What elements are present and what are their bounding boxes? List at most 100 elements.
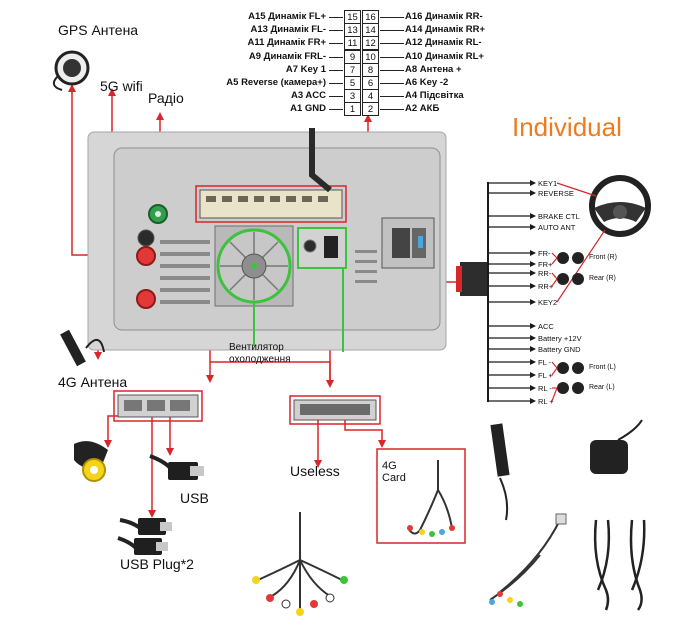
4g-harness-plug	[289, 395, 381, 425]
pin-number: 5	[344, 76, 361, 90]
4g-card-box	[376, 448, 466, 544]
wifi-antenna-label: 5G wifi	[100, 78, 143, 94]
pin-lead	[380, 43, 404, 45]
pin-lead	[329, 69, 343, 71]
useless-label: Useless	[290, 463, 340, 479]
pin-lead	[380, 69, 404, 71]
wifi-socket	[137, 229, 155, 247]
pin-number: 2	[362, 102, 379, 117]
pin-number: 14	[362, 23, 379, 38]
pin-label-left: A5 Reverse (камера+)	[226, 77, 326, 88]
pin-lead	[329, 17, 343, 18]
harness-wire-label: FR+	[538, 260, 553, 269]
harness-wire-label: Battery GND	[538, 345, 581, 354]
fan-label-line2: охолодження	[229, 354, 291, 365]
fan-label-line1: Вентилятор	[229, 342, 284, 353]
pin-number: 3	[344, 89, 361, 104]
harness-bundle	[456, 182, 489, 402]
harness-wire-label: KEY1	[538, 179, 558, 188]
lte-antenna-icon	[60, 329, 105, 367]
pin-lead	[380, 17, 404, 18]
pin-label-left: A15 Динамік FL+	[248, 11, 326, 22]
harness-wire-label: AUTO ANT	[538, 223, 576, 232]
harness-wire-label: FR-	[538, 249, 551, 258]
pin-lead	[380, 109, 404, 111]
pin-label-left: A3 ACC	[290, 90, 326, 102]
pin-number: 4	[362, 89, 379, 104]
speaker-front-l-label: Front (L)	[589, 364, 616, 371]
lte-socket	[136, 289, 156, 309]
arrow-heads	[68, 84, 386, 518]
pin-label-right: A2 АКБ	[405, 103, 440, 115]
harness-wire-label: RL +	[538, 397, 554, 406]
pin-lead	[380, 83, 404, 84]
speaker-icons	[557, 252, 584, 394]
harness-leads	[488, 182, 530, 402]
harness-wire-label: FL +	[538, 371, 553, 380]
usb-label: USB	[180, 490, 209, 506]
pin-number: 1	[344, 102, 361, 117]
usb-plug-icon	[149, 454, 204, 480]
gps-socket	[136, 246, 156, 266]
pin-label-right: A6 Key -2	[405, 77, 449, 88]
pin-label-right: A14 Динамік RR+	[405, 24, 486, 36]
pin-lead	[329, 56, 343, 58]
pin-label-right: A12 Динамік RL-	[405, 37, 482, 49]
wifi-antenna-accessory-icon	[490, 423, 510, 521]
rca-plug-icon	[74, 441, 108, 482]
gps-antenna-icon	[52, 50, 90, 91]
extension-cable-icon	[489, 519, 561, 601]
harness-wire-label: FL -	[538, 358, 552, 367]
speaker-rear-l-label: Rear (L)	[589, 384, 615, 391]
steering-wheel-icon	[556, 175, 651, 303]
harness-wire-label: RR-	[538, 269, 552, 278]
pin-label-left: A11 Динамік FR+	[247, 37, 326, 49]
pin-label-right: A16 Динамік RR-	[405, 11, 483, 22]
usb-plug-pair-icon	[117, 518, 172, 555]
gps-puck-accessory-icon	[590, 419, 643, 474]
pin-number: 12	[362, 36, 379, 51]
pin-label-right: A10 Динамік RL+	[405, 50, 484, 62]
pin-number: 9	[344, 49, 361, 64]
radio-antenna-label: Радіо	[148, 90, 184, 106]
4g-card-label-line2: Card	[382, 472, 406, 484]
pin-label-left: A7 Key 1	[285, 63, 326, 75]
pin-number: 6	[362, 76, 379, 90]
antenna-cable-coils-icon	[593, 519, 646, 611]
pin-number: 7	[344, 62, 361, 77]
pin-number: 10	[362, 49, 379, 64]
harness-wire-label: REVERSE	[538, 189, 574, 198]
pin-number: 16	[362, 10, 379, 24]
pin-label-left: A9 Динамік FRL-	[248, 50, 326, 62]
pin-label-right: A8 Антена +	[405, 63, 462, 75]
pin-number: 11	[344, 36, 361, 51]
pin-lead	[329, 96, 343, 98]
pin-lead	[329, 30, 343, 32]
pin-number: 15	[344, 10, 361, 24]
brand-title: Individual	[512, 112, 622, 142]
harness-wire-label: Battery +12V	[538, 334, 582, 343]
4g-card-label-line1: 4G	[382, 460, 397, 472]
speaker-front-r-label: Front (R)	[589, 254, 617, 261]
pin-lead	[329, 43, 343, 45]
usb-plug-label: USB Plug*2	[120, 556, 194, 572]
pin-lead	[329, 83, 343, 84]
harness-wire-label: RR+	[538, 282, 554, 291]
harness-wire-label: KEY2	[538, 298, 558, 307]
pin-number: 8	[362, 62, 379, 77]
pin-lead	[329, 109, 343, 111]
pin-label-left: A1 GND	[290, 103, 326, 115]
4g-card-cable-icon	[407, 460, 453, 535]
pin-number: 13	[344, 23, 361, 38]
pin-label-right: A4 Підсвітка	[405, 90, 464, 102]
speaker-rear-r-label: Rear (R)	[589, 275, 616, 282]
gps-antenna-label: GPS Антена	[58, 22, 139, 38]
harness-wire-label: BRAKE CTL	[538, 212, 580, 221]
pin-label-left: A13 Динамік FL-	[250, 24, 326, 36]
harness-wire-label: ACC	[538, 322, 554, 331]
pin-lead	[380, 30, 404, 32]
pin-lead	[380, 96, 404, 98]
pin-lead	[380, 56, 404, 58]
usb-harness-plug	[113, 390, 203, 422]
